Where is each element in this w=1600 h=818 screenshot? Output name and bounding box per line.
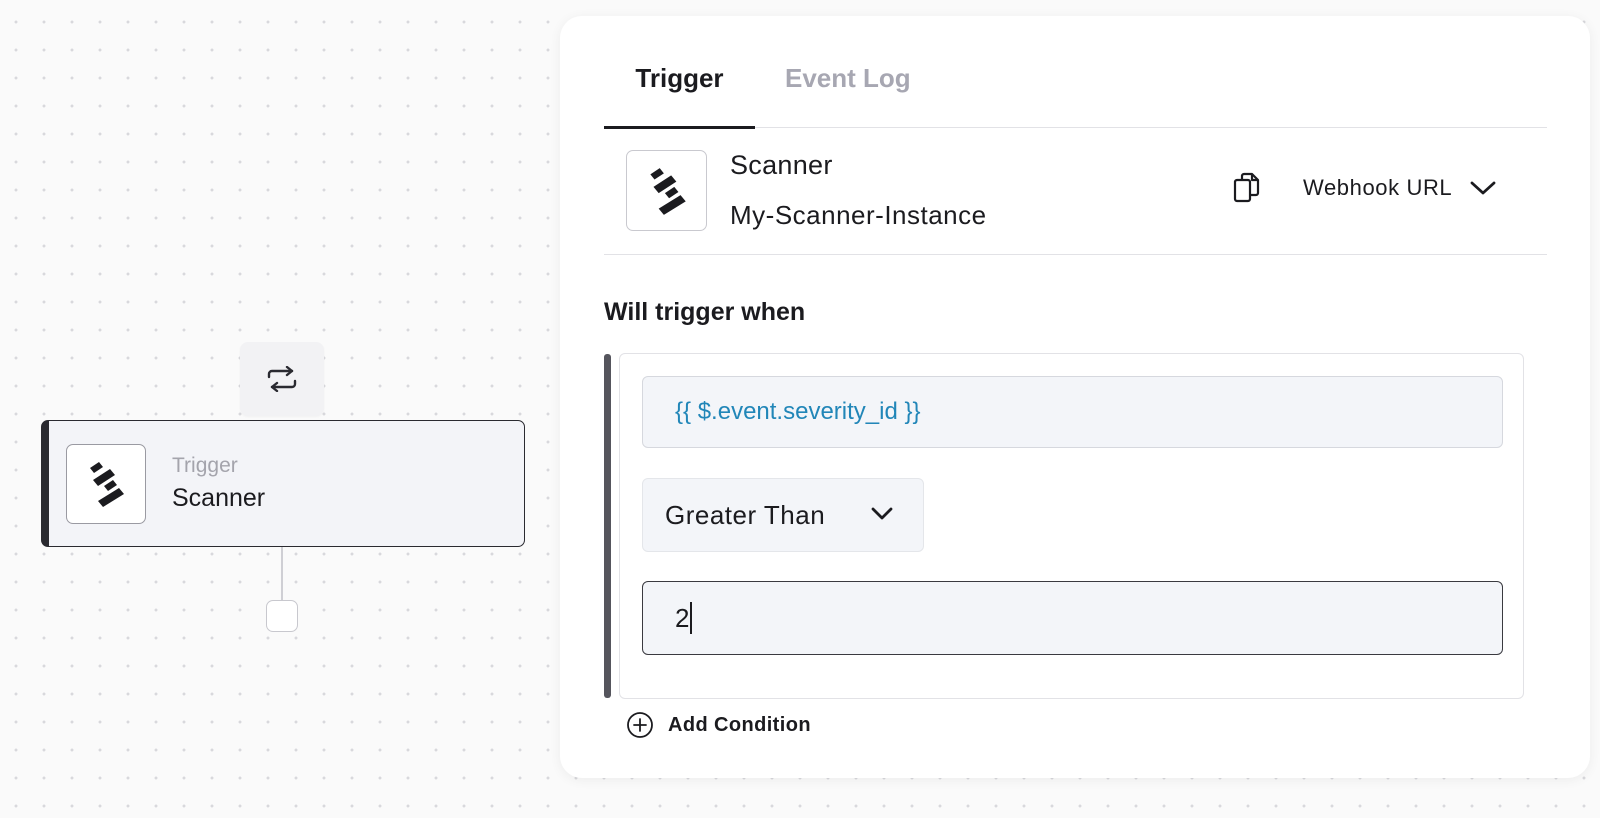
panel-tabs: Trigger Event Log [604,16,1547,129]
condition-group: {{ $.event.severity_id }} Greater Than 2 [619,353,1524,699]
text-caret [690,602,692,634]
add-condition-label: Add Condition [668,713,811,736]
loop-action-button[interactable] [240,342,324,416]
add-node-port[interactable] [266,600,298,632]
app-logo [626,150,707,231]
app-name: Scanner [730,150,833,180]
chevron-down-icon [871,507,893,521]
condition-value-text: 2 [675,602,690,633]
copy-webhook-button[interactable] [1231,170,1263,206]
app-header: Scanner My-Scanner-Instance Webhook URL [604,128,1547,255]
condition-operator-select[interactable]: Greater Than [642,478,924,552]
operator-label: Greater Than [665,499,826,530]
repeat-icon [267,366,297,392]
trigger-config-panel: Trigger Event Log Scanner My-Scanner-Ins… [560,16,1590,778]
chevron-down-icon [1470,180,1496,196]
webhook-url-dropdown[interactable]: Webhook URL [1303,168,1496,208]
scanner-logo [66,443,146,524]
node-connector-line [281,547,283,601]
scanner-logo-icon [649,167,686,215]
condition-value-input[interactable]: 2 [642,581,1503,655]
add-condition-button[interactable]: Add Condition [626,710,811,740]
node-name-label: Scanner [172,484,266,512]
scanner-logo-icon [90,461,124,507]
condition-group-bar [604,354,611,698]
node-type-label: Trigger [172,454,238,477]
tab-event-log[interactable]: Event Log [785,62,911,93]
trigger-node[interactable]: Trigger Scanner [41,420,525,547]
plus-circle-icon [627,712,653,738]
conditions-title: Will trigger when [604,298,806,326]
webhook-url-label: Webhook URL [1303,175,1453,200]
copy-icon [1233,172,1260,203]
app-instance-name: My-Scanner-Instance [730,200,987,230]
tab-trigger[interactable]: Trigger [604,17,755,129]
condition-expression-input[interactable]: {{ $.event.severity_id }} [642,376,1503,448]
